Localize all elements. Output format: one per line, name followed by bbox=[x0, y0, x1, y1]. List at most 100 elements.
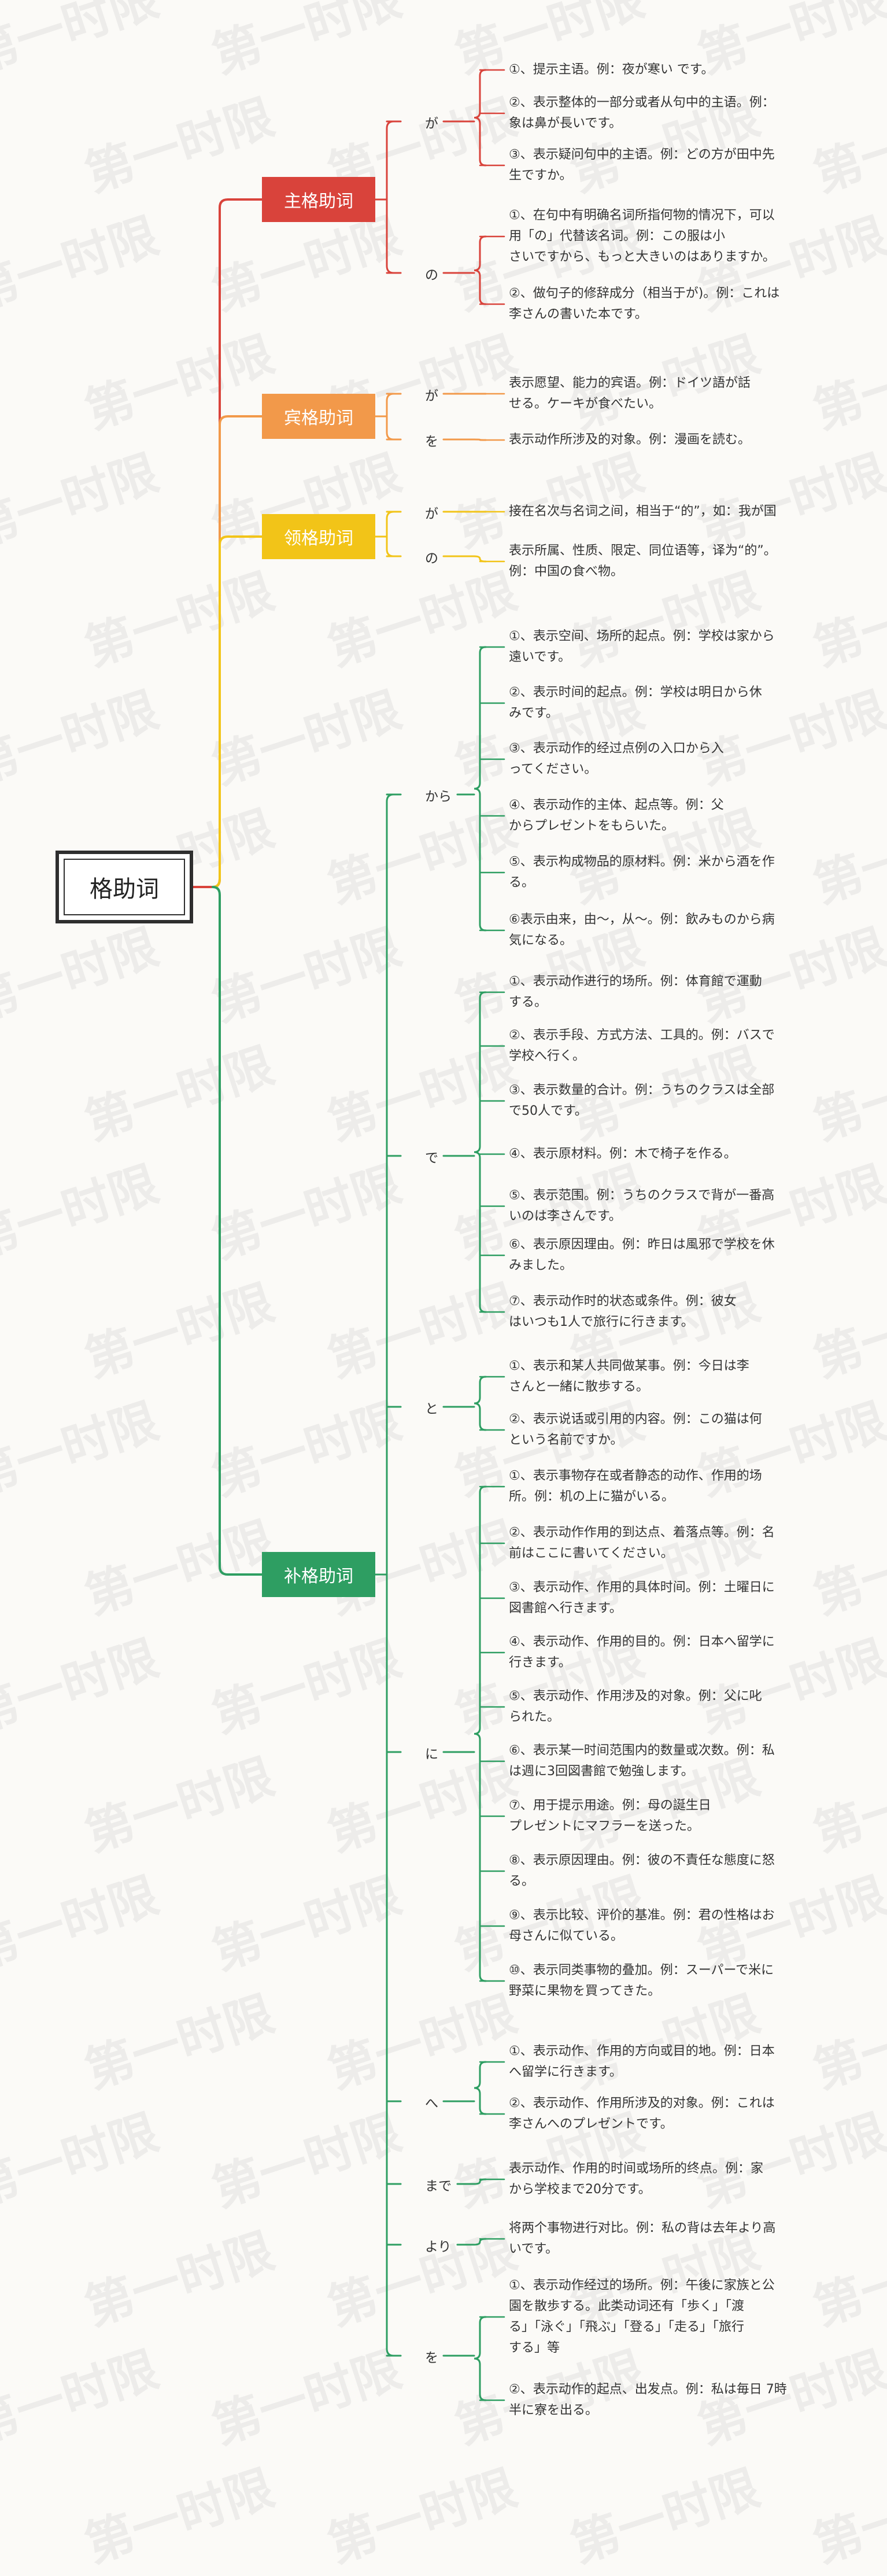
leaf-line: 母さんに似ている。 bbox=[509, 1929, 624, 1943]
leaf-note: ③、表示数量的合计。例：うちのクラスは全部で50人です。 bbox=[509, 1080, 833, 1122]
leaf-line: からプレゼントをもらいた。 bbox=[509, 819, 675, 833]
particle-label: に bbox=[425, 1747, 438, 1762]
leaf-note: ④、表示动作、作用的目的。例：日本へ留学に行きます。 bbox=[509, 1632, 833, 1673]
leaf-line: ⑨、表示比较、评价的基准。例：君の性格はお bbox=[509, 1908, 775, 1923]
leaf-line: られた。 bbox=[509, 1710, 560, 1724]
particle-label: を bbox=[425, 2350, 438, 2366]
leaf-note: ⑥、表示某一时间范围内的数量或次数。例：私は週に3回図書館で勉強します。 bbox=[509, 1740, 833, 1782]
leaf-line: 李さんへのプレゼントです。 bbox=[509, 2117, 673, 2131]
leaf-line: する」等 bbox=[509, 2341, 560, 2355]
root-label: 格助词 bbox=[90, 876, 159, 903]
leaf-note: ①、表示和某人共同做某事。例：今日は李さんと一緒に散歩する。 bbox=[509, 1356, 833, 1398]
particle-label: へ bbox=[425, 2096, 438, 2111]
leaf-line: ②、做句子的修辞成分（相当于が)。例：これは bbox=[509, 286, 780, 301]
branch-label: 领格助词 bbox=[284, 528, 353, 549]
leaf-line: ⑤、表示范围。例：うちのクラスで背が一番高 bbox=[509, 1188, 775, 1203]
leaf-line: 接在名次与名词之间，相当于“的”，如：我が国 bbox=[509, 504, 777, 519]
leaf-line: る」「泳ぐ」「飛ぶ」「登る」「走る」「旅行 bbox=[509, 2320, 745, 2334]
leaf-note: ①、表示空间、场所的起点。例：学校は家から遠いです。 bbox=[509, 626, 833, 668]
leaf-note: ⑤、表示动作、作用涉及的对象。例：父に叱られた。 bbox=[509, 1686, 833, 1728]
leaf-note: ①、表示事物存在或者静态的动作、作用的场所。例：机の上に猫がいる。 bbox=[509, 1466, 833, 1507]
leaf-line: ①、在句中有明确名词所指何物的情况下，可以 bbox=[509, 208, 775, 223]
leaf-note: ⑧、表示原因理由。例：彼の不責任な態度に怒る。 bbox=[509, 1850, 833, 1892]
leaf-note: ⑩、表示同类事物的叠加。例：スーパーで米に野菜に果物を買ってきた。 bbox=[509, 1960, 833, 2002]
leaf-note: 将两个事物进行对比。例：私の背は去年より高いです。 bbox=[509, 2218, 833, 2260]
leaf-line: ①、表示空间、场所的起点。例：学校は家から bbox=[509, 629, 775, 644]
branch-node: 领格助词 bbox=[262, 514, 375, 559]
particle-label: から bbox=[425, 789, 452, 804]
leaf-note: 表示动作所涉及的对象。例：漫画を読む。 bbox=[509, 430, 833, 450]
leaf-line: 李さんの書いた本です。 bbox=[509, 307, 648, 321]
leaf-line: ③、表示疑问句中的主语。例：どの方が田中先 bbox=[509, 147, 775, 162]
leaf-line: 学校へ行く。 bbox=[509, 1049, 586, 1063]
root-topic: 格助词 bbox=[56, 851, 193, 923]
branch-label: 宾格助词 bbox=[284, 408, 353, 428]
leaf-line: 表示愿望、能力的宾语。例：ドイツ語が話 bbox=[509, 376, 751, 390]
leaf-line: ④、表示动作的主体、起点等。例：父 bbox=[509, 798, 724, 812]
leaf-note: ①、表示动作进行的场所。例：体育館で運動する。 bbox=[509, 971, 833, 1013]
leaf-line: ⑥、表示某一时间范围内的数量或次数。例：私 bbox=[509, 1743, 775, 1758]
leaf-line: ①、表示和某人共同做某事。例：今日は李 bbox=[509, 1359, 749, 1373]
leaf-line: ④、表示动作、作用的目的。例：日本へ留学に bbox=[509, 1635, 775, 1649]
leaf-line: ⑦、用于提示用途。例：母の誕生日 bbox=[509, 1798, 711, 1813]
branch-node: 主格助词 bbox=[262, 177, 375, 222]
particle-label: を bbox=[425, 434, 438, 449]
leaf-line: る。 bbox=[509, 1874, 535, 1888]
leaf-line: みです。 bbox=[509, 706, 559, 720]
leaf-line: から学校まで20分です。 bbox=[509, 2182, 651, 2197]
leaf-line: いです。 bbox=[509, 2242, 559, 2256]
particle-label: より bbox=[425, 2239, 452, 2255]
leaf-line: ⑥、表示原因理由。例：昨日は風邪で学校を休 bbox=[509, 1237, 775, 1252]
leaf-line: という名前ですか。 bbox=[509, 1433, 623, 1447]
particle-label: で bbox=[425, 1151, 438, 1166]
leaf-note: ⑤、表示构成物品的原材料。例：米から酒を作る。 bbox=[509, 852, 833, 893]
leaf-line: さいですから、もっと大きいのはありますか。 bbox=[509, 250, 775, 264]
leaf-note: ①、提示主语。例：夜が寒い です。 bbox=[509, 60, 833, 80]
branch-node: 补格助词 bbox=[262, 1552, 375, 1597]
leaf-note: ④、表示原材料。例：木で椅子を作る。 bbox=[509, 1144, 833, 1165]
leaf-line: 野菜に果物を買ってきた。 bbox=[509, 1984, 661, 1998]
leaf-line: 気になる。 bbox=[509, 933, 573, 948]
leaf-note: ⑨、表示比较、评价的基准。例：君の性格はお母さんに似ている。 bbox=[509, 1905, 833, 1947]
leaf-note: ③、表示疑问句中的主语。例：どの方が田中先生ですか。 bbox=[509, 145, 833, 186]
leaf-note: ①、表示动作经过的场所。例：午後に家族と公園を散歩する。此类动词还有「歩く」「渡… bbox=[509, 2275, 833, 2359]
leaf-line: ①、表示动作、作用的方向或目的地。例：日本 bbox=[509, 2044, 775, 2058]
leaf-line: 例：中国の食べ物。 bbox=[509, 564, 624, 579]
leaf-line: さんと一緒に散歩する。 bbox=[509, 1380, 649, 1394]
leaf-line: プレゼントにマフラーを送った。 bbox=[509, 1819, 700, 1834]
leaf-note: ②、表示说话或引用的内容。例：この猫は何という名前ですか。 bbox=[509, 1409, 833, 1451]
leaf-line: 用「の」代替该名词。例：この服は小 bbox=[509, 229, 726, 243]
leaf-line: ⑩、表示同类事物的叠加。例：スーパーで米に bbox=[509, 1963, 774, 1978]
leaf-note: 表示所属、性质、限定、同位语等，译为“的”。例：中国の食べ物。 bbox=[509, 541, 833, 582]
leaf-line: 表示所属、性质、限定、同位语等，译为“的”。 bbox=[509, 544, 777, 558]
leaf-line: ①、表示动作经过的场所。例：午後に家族と公 bbox=[509, 2278, 775, 2293]
leaf-line: る。 bbox=[509, 875, 535, 890]
leaf-line: ③、表示动作的经过点例の入口から入 bbox=[509, 741, 724, 756]
leaf-line: ②、表示时间的起点。例：学校は明日から休 bbox=[509, 685, 762, 700]
leaf-line: は週に3回図書館で勉強します。 bbox=[509, 1764, 694, 1779]
leaf-line: 表示动作、作用的时间或场所的终点。例：家 bbox=[509, 2161, 764, 2176]
leaf-line: ②、表示动作作用的到达点、着落点等。例：名 bbox=[509, 1525, 775, 1540]
particle-label: の bbox=[425, 268, 438, 283]
leaf-line: ってください。 bbox=[509, 762, 597, 777]
leaf-line: へ留学に行きます。 bbox=[509, 2065, 622, 2079]
leaf-note: ②、表示动作的起点、出发点。例：私は毎日 7時半に寮を出る。 bbox=[509, 2379, 833, 2421]
leaf-note: ②、表示动作、作用所涉及的对象。例：これは李さんへのプレゼントです。 bbox=[509, 2093, 833, 2135]
leaf-note: ③、表示动作、作用的具体时间。例：土曜日に図書館へ行きます。 bbox=[509, 1577, 833, 1619]
leaf-line: ②、表示动作的起点、出发点。例：私は毎日 7時 bbox=[509, 2382, 787, 2397]
leaf-note: 表示愿望、能力的宾语。例：ドイツ語が話せる。ケーキが食べたい。 bbox=[509, 373, 833, 415]
leaf-note: ④、表示动作的主体、起点等。例：父からプレゼントをもらいた。 bbox=[509, 795, 833, 837]
leaf-line: ②、表示手段、方式方法、工具的。例：バスで bbox=[509, 1028, 775, 1043]
leaf-line: 半に寮を出る。 bbox=[509, 2403, 598, 2418]
leaf-line: 図書館へ行きます。 bbox=[509, 1601, 622, 1616]
leaf-note: ⑦、表示动作时的状态或条件。例：彼女はいつも1人で旅行に行きます。 bbox=[509, 1291, 833, 1333]
leaf-line: 象は鼻が長いです。 bbox=[509, 116, 622, 131]
particle-label: まで bbox=[425, 2179, 452, 2194]
leaf-line: せる。ケーキが食べたい。 bbox=[509, 397, 662, 411]
leaf-note: ③、表示动作的经过点例の入口から入ってください。 bbox=[509, 738, 833, 780]
leaf-note: ⑥、表示原因理由。例：昨日は風邪で学校を休みました。 bbox=[509, 1235, 833, 1276]
leaf-line: 表示动作所涉及的对象。例：漫画を読む。 bbox=[509, 433, 751, 447]
leaf-line: 生ですか。 bbox=[509, 168, 572, 183]
leaf-line: ②、表示整体的一部分或者从句中的主语。例： bbox=[509, 95, 775, 110]
